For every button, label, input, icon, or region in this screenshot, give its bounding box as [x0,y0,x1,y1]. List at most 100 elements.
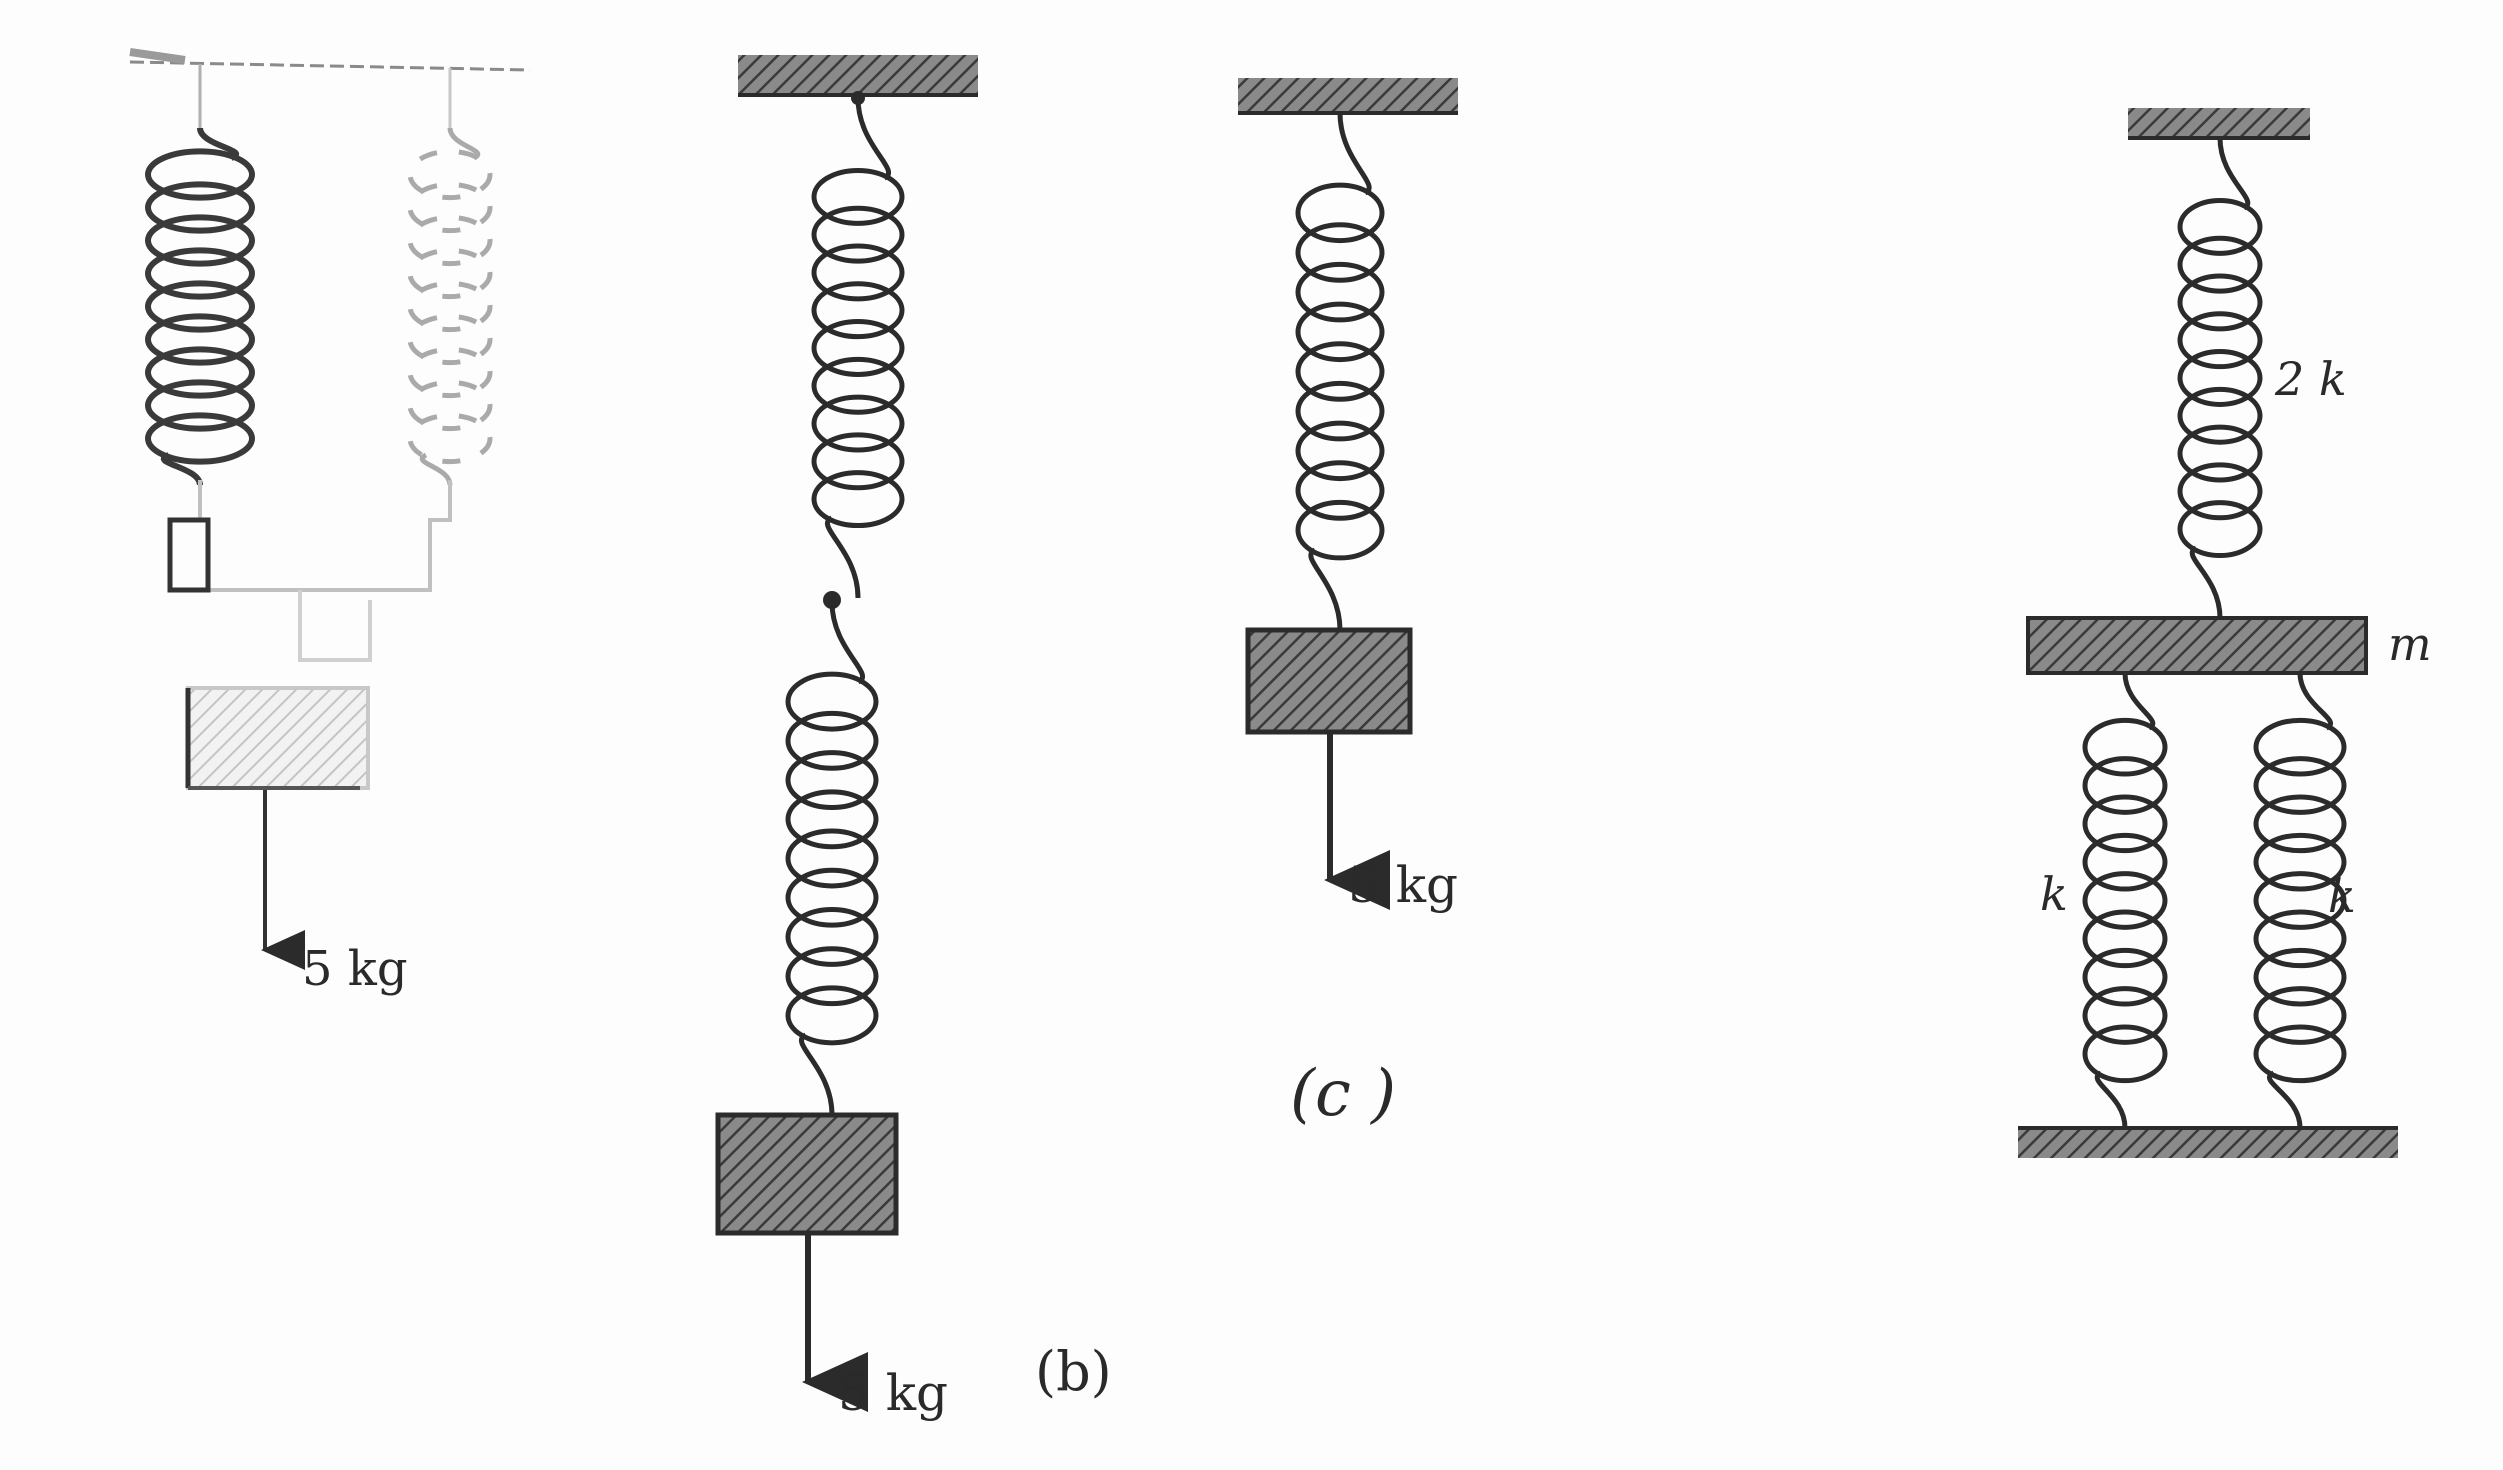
mass-label-b: 5 kg [838,1364,948,1422]
spring-lead [1308,547,1343,631]
spring-lead [2217,137,2251,211]
left-bottom-spring-d [2082,672,2168,1129]
spring-coil [2082,986,2168,1045]
spring-lead [2094,1070,2128,1129]
spring-coil [1295,182,1385,244]
top-spring-label-d: 2 k [2274,352,2347,406]
spring-lead [1337,112,1372,196]
mass-block-b [715,1112,899,1236]
spring-coil [407,181,493,234]
spring-coil [1295,301,1385,363]
spring-coil [145,181,255,234]
spring-coil [2253,794,2347,854]
spring-coil [145,247,255,300]
spring-coil [2082,832,2168,892]
caption-b: (b) [1035,1340,1112,1403]
spring-coil [145,214,255,267]
spring-lead [855,97,891,181]
spring-coil [2082,871,2168,930]
spring-coil [811,470,905,529]
spring-coil [145,379,255,432]
spring-coil [2177,424,2263,483]
spring-coil [2253,986,2347,1045]
spring-lead [825,515,861,599]
spring-coil [2082,756,2168,815]
spring-coil [2082,1024,2168,1084]
lower-spring-b [785,601,879,1116]
plate-label-d: m [2388,617,2432,671]
crossbar-a-corner [167,517,211,593]
top-spring-d [2177,137,2263,619]
spring-coil [407,379,493,432]
spring-coil [2082,947,2168,1007]
figure-c: 5 kg (c ) [1238,78,1458,1131]
figure-b: 5 kg (b) [715,55,1112,1422]
spring-coil [2177,197,2263,256]
spring-coil [145,280,255,333]
left-spring-label-d: k [2040,867,2068,921]
spring-coil [2177,349,2263,407]
spring-lead [2189,545,2223,619]
spring-coil [2253,871,2347,930]
spring-coil [2177,273,2263,332]
spring-coil [2253,947,2347,1007]
figure-a: 5 kg [129,48,531,997]
spring-coil [2253,1024,2347,1084]
spring-coil [407,346,493,399]
spring-coil [1295,460,1385,521]
spring-coil [1295,222,1385,283]
plate-m [2026,616,2368,675]
spring-coil [145,346,255,399]
ceiling-b [738,55,978,95]
spring-coil [811,432,905,491]
spring-coil [1295,420,1385,482]
ceiling-a [129,60,531,72]
spring-coil [145,313,255,366]
spring-coil [2253,717,2347,777]
spring-coil [785,671,879,732]
ceiling-d [2128,108,2310,138]
spring-coil [811,281,905,340]
spring-coil [145,412,255,465]
spring-coil [145,148,255,201]
spring-coil [811,394,905,453]
spring-coil [2253,756,2347,815]
spring-coil [785,946,879,1007]
spring-coil [1295,341,1385,402]
floor-d [2018,1128,2398,1158]
right-spring-label-d: k [2328,869,2356,923]
spring-coil [2082,717,2168,777]
spring-coil [407,214,493,267]
spring-coil [785,906,879,967]
spring-coil [785,867,879,928]
figure-d: 2 k m k k [2018,108,2432,1158]
spring-lead [2267,1070,2303,1129]
spring-coil [785,828,879,889]
spring-coil [811,167,905,226]
spring-coil [2177,500,2263,559]
ceiling-c [1238,78,1458,113]
mass-block-a [186,686,370,790]
spring-coil [811,319,905,377]
spring-coil [407,412,493,465]
spring-coil [811,243,905,302]
spring-coil [2177,386,2263,445]
mass-label-c: 5 kg [1348,856,1458,914]
junction-b [823,591,841,609]
spring-coil [407,313,493,366]
spring-coil [2253,832,2347,892]
crossbar-a [168,480,452,592]
left-spring-a [145,127,255,486]
spring-coil [1295,499,1385,561]
spring-coil [811,205,905,264]
spring-coil [1295,261,1385,323]
right-bottom-spring-d [2253,672,2347,1129]
spring-coil [811,356,905,415]
spring-coil [1295,380,1385,442]
spring-coil [785,710,879,771]
spring-coil [785,750,879,811]
mass-label-a: 5 kg [302,941,408,997]
spring-coil [785,985,879,1046]
